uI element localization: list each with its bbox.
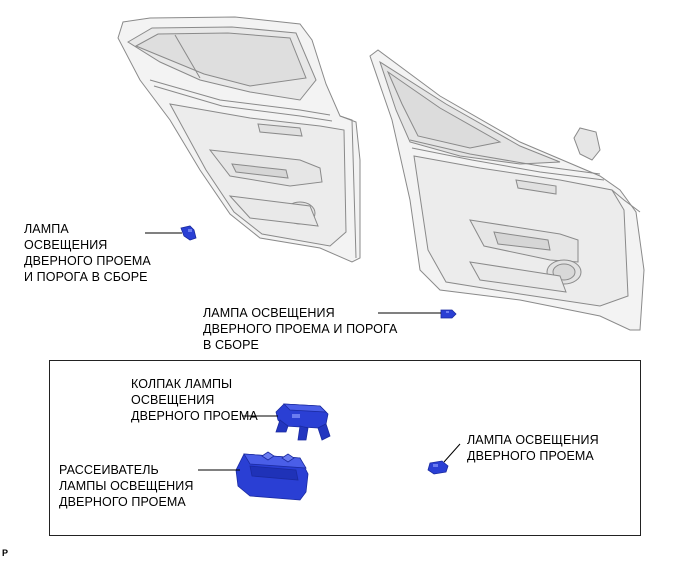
rear-door [117, 16, 361, 263]
rear-lamp-label: ЛАМПА ОСВЕЩЕНИЯ ДВЕРНОГО ПРОЕМА И ПОРОГА… [24, 222, 151, 284]
rear-door-lamp [180, 225, 197, 241]
figure-code: P [2, 548, 9, 558]
front-door-lamp [440, 309, 457, 319]
detail-parts-box [49, 360, 641, 536]
lamp-lens-label: РАССЕИВАТЕЛЬ ЛАМПЫ ОСВЕЩЕНИЯ ДВЕРНОГО ПР… [59, 463, 194, 509]
bulb-leader [443, 443, 461, 463]
front-door [369, 49, 645, 331]
lamp-bulb-label: ЛАМПА ОСВЕЩЕНИЯ ДВЕРНОГО ПРОЕМА [467, 433, 599, 463]
lamp-bulb-part [427, 460, 449, 475]
lamp-cover-part [275, 403, 331, 441]
lamp-cover-label: КОЛПАК ЛАМПЫ ОСВЕЩЕНИЯ ДВЕРНОГО ПРОЕМА [131, 377, 258, 423]
front-lamp-label: ЛАМПА ОСВЕЩЕНИЯ ДВЕРНОГО ПРОЕМА И ПОРОГА… [203, 306, 398, 352]
lamp-lens-part [235, 451, 309, 501]
